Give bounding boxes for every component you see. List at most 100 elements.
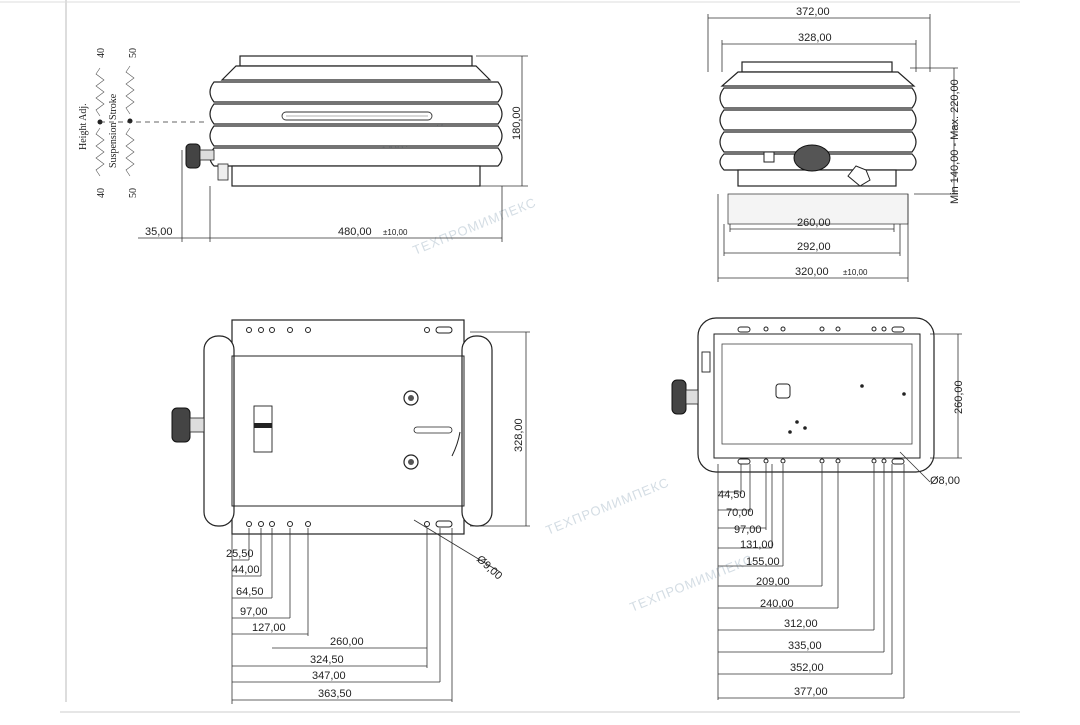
bottom-left-dim: 25,50	[226, 548, 254, 560]
hole-icon	[780, 458, 786, 464]
bellows-fold	[719, 87, 917, 109]
suspension-stroke-label: Suspension Stroke	[108, 93, 119, 168]
bottom-view-right: 260,00 Ø8,00 44,50 70,00 97,00 131,00 15…	[671, 317, 965, 700]
slot-hole-icon	[891, 458, 905, 465]
hole-icon	[246, 327, 252, 333]
hole-icon	[258, 327, 264, 333]
stroke-pivot-dot	[127, 118, 133, 124]
lock-button-icon	[763, 151, 775, 163]
bottom-left-dim: 260,00	[330, 636, 364, 648]
weight-adjust-knob-icon	[793, 144, 831, 172]
height-lever	[217, 163, 229, 181]
stroke-top-value: 50	[128, 48, 139, 58]
bottom-left-dim: 64,50	[236, 586, 264, 598]
inner-plate	[721, 343, 913, 445]
bottom-left-hole-dia: Ø9,00	[474, 553, 504, 582]
bottom-right-dim: 44,50	[718, 489, 746, 501]
bottom-right-dim: 240,00	[760, 598, 794, 610]
hole-icon	[269, 327, 275, 333]
bottom-right-dim: 335,00	[788, 640, 822, 652]
height-lever-icon	[847, 165, 871, 187]
hole-icon	[835, 458, 841, 464]
bottom-right-dim: 97,00	[734, 524, 762, 536]
mounting-bolt-icon	[408, 395, 414, 401]
side-view: 180,00 35,00 480,00 ±10,00	[138, 55, 528, 242]
front-base-inner-value: 260,00	[797, 217, 831, 229]
slot-hole-icon	[891, 326, 905, 333]
mounting-plate	[727, 193, 909, 225]
hole-icon	[871, 458, 877, 464]
height-top-value: 40	[96, 48, 107, 58]
bellows-fold	[209, 81, 503, 103]
hole-icon	[424, 327, 430, 333]
hole-icon	[835, 326, 841, 332]
suspension-legend: Height Adj. Suspension Stroke 40 40 50 5…	[78, 48, 206, 198]
bellows-fold	[209, 125, 503, 147]
hole-icon	[246, 521, 252, 527]
bottom-right-dim: 352,00	[790, 662, 824, 674]
watermark: ТЕХПРОМИМПЕКС	[544, 474, 672, 537]
hole-icon	[902, 392, 906, 396]
adjustment-knob	[171, 407, 191, 443]
slot-plate	[253, 405, 273, 453]
adjust-slot	[413, 426, 453, 434]
hole-icon	[287, 327, 293, 333]
slot-hole-icon	[435, 326, 453, 334]
bellows-top	[720, 71, 916, 87]
hole-icon	[269, 521, 275, 527]
bottom-right-dim: 70,00	[726, 507, 754, 519]
adjustment-knob	[671, 379, 687, 415]
bellows-fold	[719, 109, 917, 131]
stroke-bottom-value: 50	[128, 188, 139, 198]
height-bottom-value: 40	[96, 188, 107, 198]
hole-icon	[424, 521, 430, 527]
front-inner-width-value: 328,00	[798, 32, 832, 44]
hole-icon	[305, 521, 311, 527]
hole-icon	[860, 384, 864, 388]
knob-shaft	[189, 417, 205, 433]
bottom-right-hole-dia: Ø8,00	[930, 475, 960, 487]
bottom-left-dim: 44,00	[232, 564, 260, 576]
bottom-right-dim: 131,00	[740, 539, 774, 551]
bellows-fold	[209, 147, 503, 167]
front-base-tolerance: ±10,00	[843, 268, 868, 277]
bottom-left-dim: 363,50	[318, 688, 352, 700]
side-length-tolerance: ±10,00	[383, 228, 408, 237]
bottom-left-dim: 347,00	[312, 670, 346, 682]
hole-leader-line	[899, 451, 931, 483]
seat-plate	[239, 55, 473, 67]
knob-shaft	[685, 389, 699, 405]
bottom-view-left: 328,00 Ø9,00 25,50 44,00 64,50 97,00 127…	[171, 319, 530, 704]
bottom-right-dim: 209,00	[756, 576, 790, 588]
slot-hole-icon	[737, 326, 751, 333]
front-view: 372,00 328,00 Min 140,00 - Max. 220,00 2…	[707, 6, 961, 282]
bottom-left-depth-value: 328,00	[513, 418, 525, 452]
side-latch	[701, 351, 711, 373]
bottom-right-depth-value: 260,00	[953, 380, 965, 414]
base-frame	[231, 165, 481, 187]
hole-icon	[788, 430, 792, 434]
slot-hole-icon	[737, 458, 751, 465]
hole-icon	[305, 327, 311, 333]
hole-icon	[763, 326, 769, 332]
height-spring-icon	[95, 127, 105, 177]
lever-outline	[451, 431, 461, 457]
mounting-bolt-icon	[408, 459, 414, 465]
stroke-spring-icon	[125, 127, 135, 177]
front-base-mid-value: 292,00	[797, 241, 831, 253]
hole-icon	[803, 426, 807, 430]
watermark: ТЕХПРОМИМПЕКС	[411, 194, 539, 257]
side-bumper	[203, 335, 235, 527]
hole-icon	[795, 420, 799, 424]
bottom-right-dim: 312,00	[784, 618, 818, 630]
hole-icon	[287, 521, 293, 527]
outer-frame	[697, 317, 935, 473]
bottom-right-dim: 155,00	[746, 556, 780, 568]
front-base-outer-value: 320,00	[795, 266, 829, 278]
slot-marker	[254, 423, 272, 428]
inner-frame	[231, 355, 465, 507]
bottom-right-dim: 377,00	[794, 686, 828, 698]
side-offset-value: 35,00	[145, 226, 173, 238]
bellows-fold	[719, 131, 917, 153]
